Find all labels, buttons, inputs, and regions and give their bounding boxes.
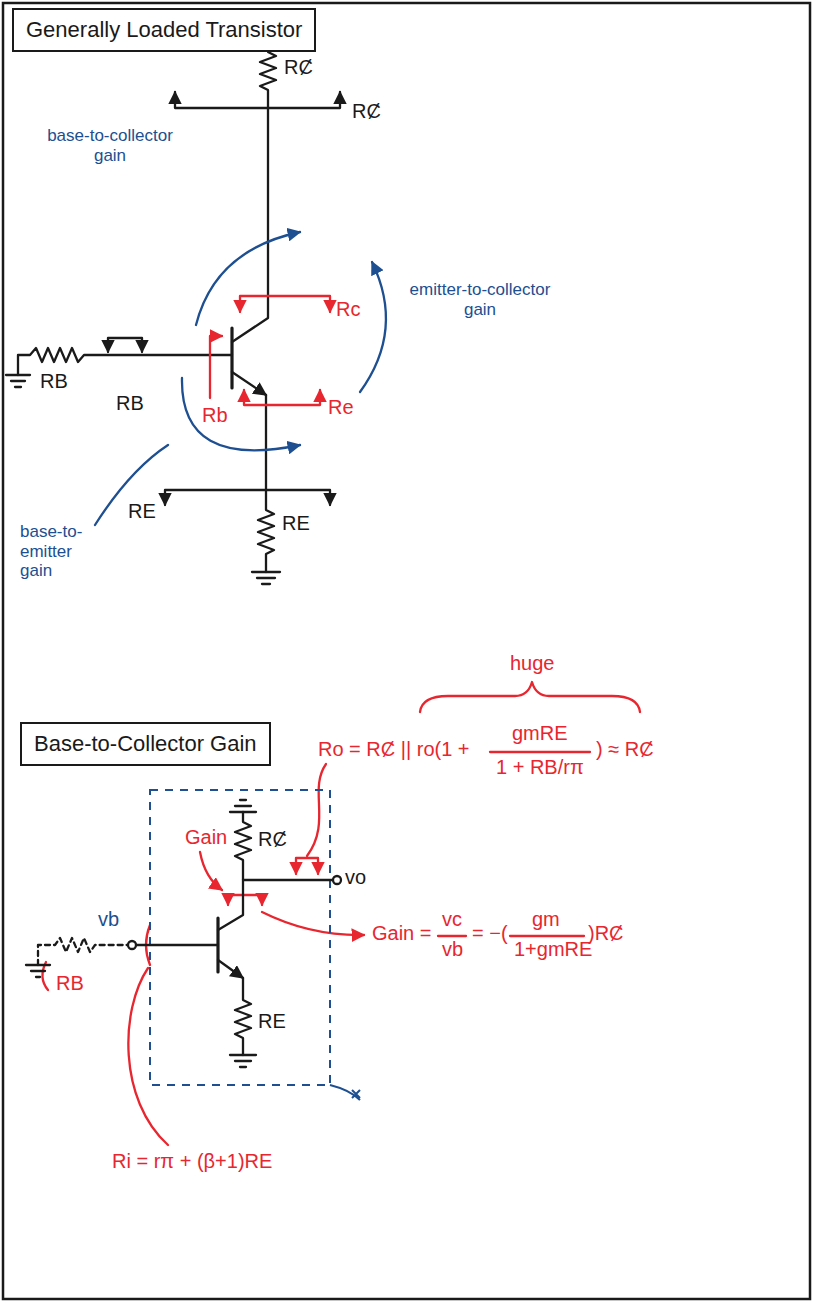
title-box: Generally Loaded Transistor	[12, 8, 316, 52]
emitter-resistor	[258, 395, 274, 572]
circuit-label: Gain =	[372, 922, 431, 945]
looking-in-bracket	[240, 296, 330, 312]
transistor-base	[230, 328, 233, 388]
fraction-bar	[438, 935, 584, 937]
page-frame	[3, 3, 810, 1299]
circuit-label: Re	[328, 396, 354, 419]
looking-in-bracket	[244, 390, 320, 405]
circuit-label: )RȻ	[588, 922, 624, 945]
circuit-label: RE	[258, 1010, 286, 1033]
gain-arrow	[200, 852, 222, 890]
gain-arrow	[182, 378, 300, 450]
looking-in-bracket	[165, 490, 330, 505]
gain-arrow	[360, 262, 386, 392]
leader-line	[128, 968, 168, 1145]
looking-in-bracket	[296, 858, 318, 874]
circuit-label: vc	[442, 908, 462, 931]
emitter-arrow	[232, 372, 266, 395]
ground-symbol	[230, 800, 256, 812]
collector-resistor	[232, 46, 276, 342]
heading-text: Base-to-Collector Gain	[34, 731, 257, 757]
fraction-bar	[490, 751, 590, 753]
leader-line	[42, 962, 48, 990]
looking-in-bracket	[210, 336, 222, 398]
annotation-note: emitter-to-collector gain	[405, 280, 555, 319]
section-heading-box: Base-to-Collector Gain	[20, 722, 271, 766]
title-text: Generally Loaded Transistor	[26, 17, 302, 43]
looking-in-bracket	[228, 895, 262, 905]
circuit-label: RE	[128, 500, 156, 523]
bottom-circuit	[26, 800, 341, 1067]
circuit-label: 1+gmRE	[514, 938, 592, 961]
terminal	[333, 876, 341, 884]
circuit-label: ) ≈ RȻ	[596, 738, 654, 761]
circuit-label: Ri = rπ + (β+1)RE	[112, 1150, 272, 1173]
gain-arrow	[196, 232, 300, 325]
brace	[420, 682, 640, 712]
annotation-note: base-to-collector gain	[40, 126, 180, 165]
circuit-label: 1 + RB/rπ	[496, 756, 584, 779]
leader-line	[95, 445, 168, 525]
circuit-label: gm	[532, 908, 560, 931]
circuit-label: = −(	[472, 922, 508, 945]
annotation-note: vb	[98, 908, 119, 931]
circuit-label: Rc	[336, 298, 360, 321]
emitter-resistor	[235, 978, 251, 1055]
output-wire	[243, 879, 333, 881]
red-brackets	[210, 296, 330, 405]
circuit-label: RE	[282, 512, 310, 535]
circuit-label: RB	[40, 370, 68, 393]
circuit-label: RȻ	[352, 100, 381, 123]
circuit-label: Gain	[185, 826, 227, 849]
circuit-label: RȻ	[258, 828, 287, 851]
circuit-label: Ro = RȻ || ro(1 +	[318, 738, 470, 761]
gain-arrows	[95, 232, 386, 525]
circuit-label: gmRE	[512, 722, 568, 745]
circuit-label: vb	[442, 938, 463, 961]
circuit-label: Rb	[202, 404, 228, 427]
ground-symbol	[26, 965, 50, 977]
base-resistor	[38, 938, 128, 965]
scribble	[330, 1085, 360, 1100]
gain-arrow	[262, 912, 364, 935]
circuit-label: vo	[345, 866, 366, 889]
circuit-label: huge	[510, 652, 555, 675]
base-wire	[136, 944, 218, 946]
circuit-label: RB	[56, 972, 84, 995]
looking-in-bracket	[175, 92, 340, 108]
leader-line	[307, 764, 326, 856]
circuit-label: RȻ	[284, 56, 313, 79]
emitter-arrow	[218, 960, 243, 978]
terminal	[128, 941, 136, 949]
looking-in-bracket	[108, 338, 142, 352]
ground-symbol	[230, 1055, 256, 1067]
annotation-note: base-to-emitter gain	[20, 522, 102, 581]
ground-symbol	[252, 572, 280, 584]
dashed-box	[150, 790, 330, 1085]
top-circuit	[6, 20, 340, 584]
circuit-label: RB	[116, 392, 144, 415]
ground-symbol	[6, 375, 30, 387]
